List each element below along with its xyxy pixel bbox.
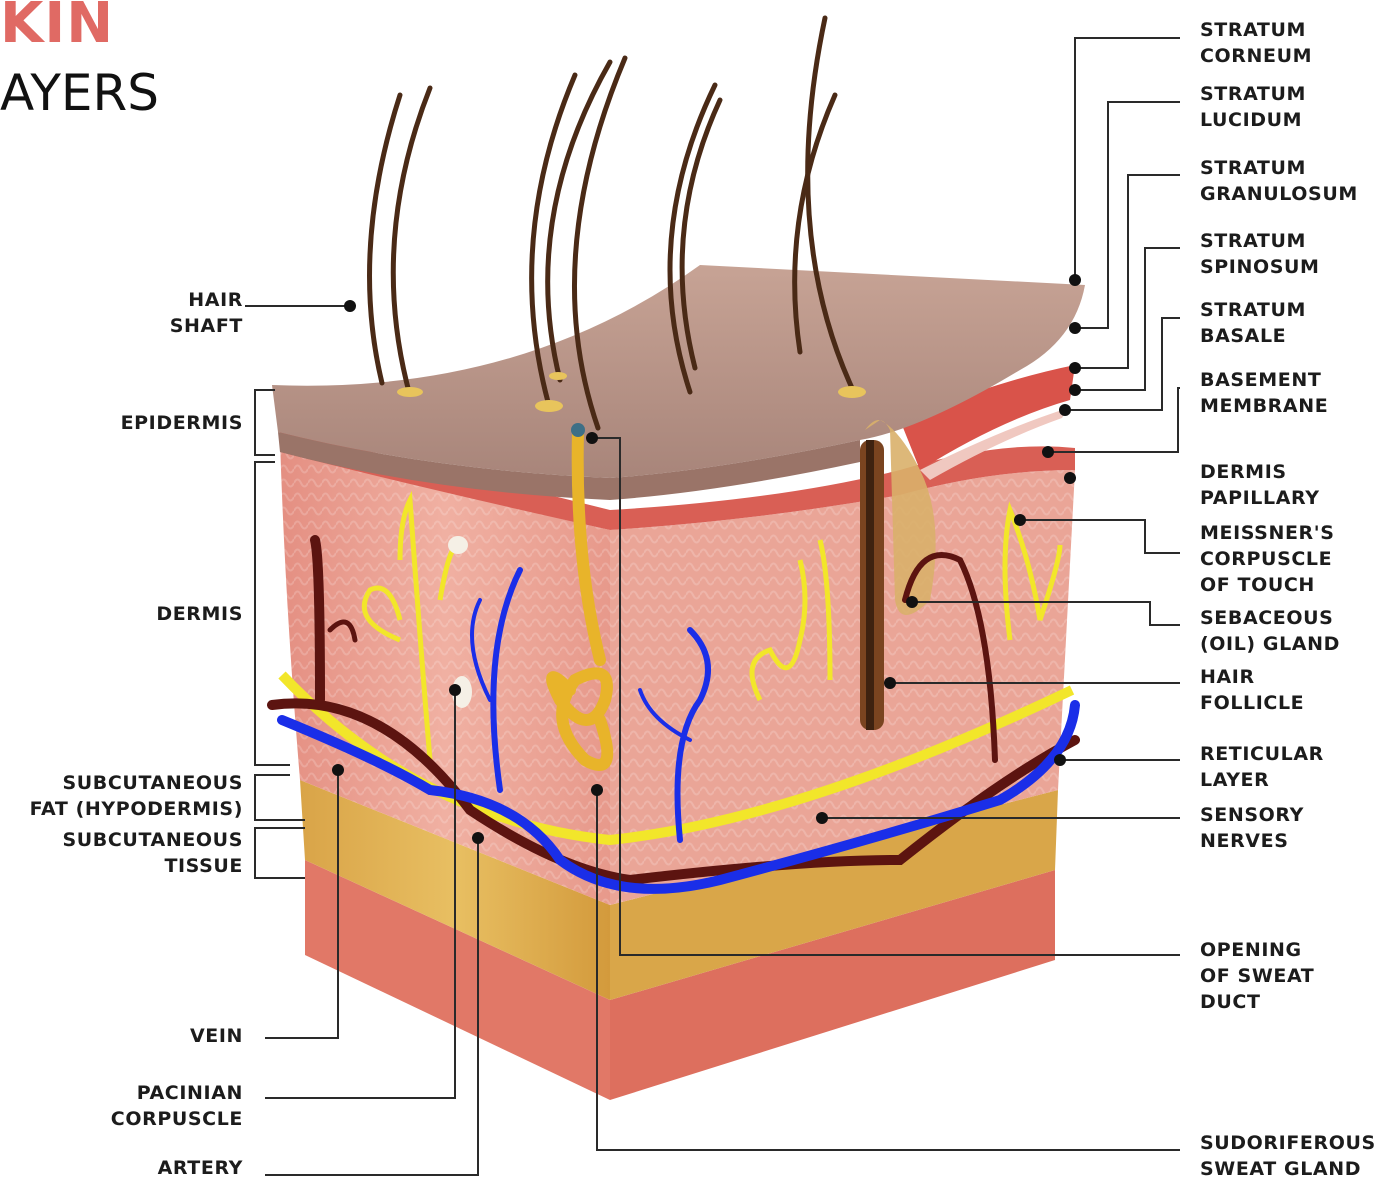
sweat-duct-opening-dot	[571, 423, 585, 437]
label-dermis: DERMIS	[156, 601, 243, 627]
label-stratum-basale: STRATUM BASALE	[1200, 297, 1306, 349]
label-stratum-corneum: STRATUM CORNEUM	[1200, 17, 1312, 69]
label-opening-sweat-duct: OPENING OF SWEAT DUCT	[1200, 937, 1314, 1015]
label-subcutaneous-tissue: SUBCUTANEOUS TISSUE	[62, 827, 243, 879]
label-reticular-layer: RETICULAR LAYER	[1200, 741, 1324, 793]
title-line-2: AYERS	[0, 68, 159, 118]
label-meissners-corpuscle: MEISSNER'S CORPUSCLE OF TOUCH	[1200, 520, 1334, 598]
label-hair-follicle: HAIR FOLLICLE	[1200, 664, 1304, 716]
label-stratum-granulosum: STRATUM GRANULOSUM	[1200, 155, 1358, 207]
meissner-corpuscle-shape	[448, 536, 468, 554]
label-hair-shaft: HAIR SHAFT	[170, 287, 243, 339]
label-dermis-papillary: DERMIS PAPILLARY	[1200, 459, 1320, 511]
label-pacinian-corpuscle: PACINIAN CORPUSCLE	[111, 1080, 243, 1132]
label-sudoriferous-gland: SUDORIFEROUS SWEAT GLAND	[1200, 1130, 1376, 1182]
label-stratum-spinosum: STRATUM SPINOSUM	[1200, 228, 1320, 280]
label-vein: VEIN	[190, 1023, 243, 1049]
label-sebaceous-gland: SEBACEOUS (OIL) GLAND	[1200, 605, 1340, 657]
label-artery: ARTERY	[158, 1155, 243, 1181]
title-line-1: KIN	[0, 0, 114, 52]
label-basement-membrane: BASEMENT MEMBRANE	[1200, 367, 1328, 419]
label-sensory-nerves: SENSORY NERVES	[1200, 802, 1304, 854]
label-epidermis: EPIDERMIS	[121, 410, 243, 436]
label-stratum-lucidum: STRATUM LUCIDUM	[1200, 81, 1306, 133]
label-subcutaneous-fat: SUBCUTANEOUS FAT (HYPODERMIS)	[30, 770, 243, 822]
